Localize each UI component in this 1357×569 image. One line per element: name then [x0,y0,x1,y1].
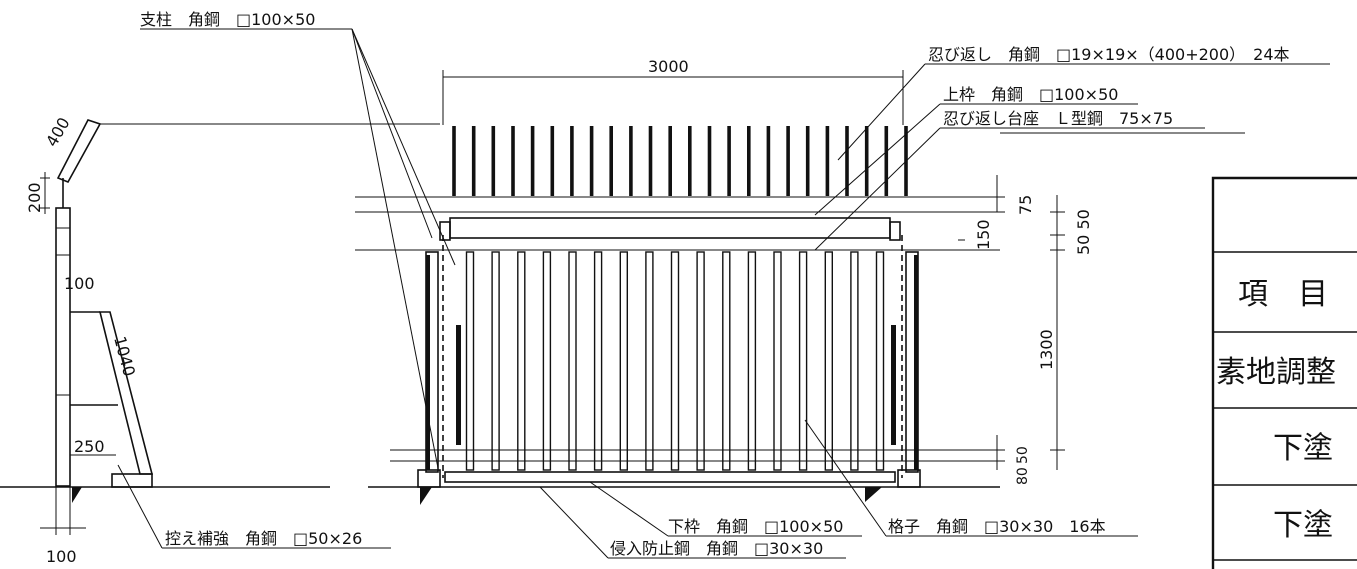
anti-climb-spike [884,126,889,196]
lattice-bars [465,251,885,471]
lattice-bar [619,251,628,471]
anti-climb-spike [648,126,653,196]
table-cell-surface: 素地調整 [1216,355,1336,390]
side-post [55,207,71,487]
lattice-bar [465,251,475,471]
dim-250-label: 250 [74,437,105,456]
anti-climb-spike [825,126,830,196]
anti-climb-spike [511,126,515,196]
anti-climb-spike [727,126,731,196]
lattice-bar [875,251,885,471]
top-frame-callout: 上枠 角鋼 □100×50 [943,85,1118,104]
lattice-bar [645,251,654,471]
dim-50-label: 50 [1015,446,1031,464]
anti-climb-spike [491,126,496,196]
anti-climb-spike [845,126,849,196]
lattice-bar [491,251,500,471]
anti-climb-base-callout: 忍び返し台座 Ｌ型鋼 75×75 [943,109,1173,128]
intrusion-bar-callout: 侵入防止鋼 角鋼 □30×30 [610,539,823,558]
leader-line [804,419,887,537]
dimension-labels: 3000 400 200 100 1040 250 100 75 150 50 … [25,57,1093,566]
bottom-frame-callout: 下枠 角鋼 □100×50 [668,517,843,536]
dim-75-label: 75 [1016,195,1035,215]
anti-climb-spike [589,126,594,196]
lattice-bar [517,251,526,471]
lattice-bar [824,251,833,471]
anti-climb-spike [864,126,869,196]
dim-200-label: 200 [25,182,44,213]
lattice-bar [670,251,680,471]
side-brace-foot [111,473,153,488]
anti-climb-spike [570,126,574,196]
lattice-bar [722,251,731,471]
left-post-hatch [456,325,461,445]
post-callout: 支柱 角鋼 □100×50 [140,10,315,29]
front-view [355,70,1000,505]
brace-callout: 控え補強 角鋼 □50×26 [165,529,362,548]
dim-400-label: 400 [42,114,74,150]
table-cell-item: 項 目 [1238,277,1328,312]
anti-climb-spike [629,126,633,196]
anti-climb-spike [688,126,692,196]
leader-line [539,486,609,559]
anti-climb-spike [530,126,535,196]
leader-lines [117,28,1330,559]
leader-line [814,127,941,251]
anti-climb-spike [786,126,790,196]
left-anchor [420,487,432,505]
right-post-shading [914,255,918,470]
side-post-anchor [72,487,82,503]
anti-climb-spike [471,126,476,196]
dim-80-label: 80 [1015,467,1031,485]
lattice-bar [747,251,757,471]
anti-climb-spike [747,126,751,196]
lattice-bar [798,251,808,471]
right-post-hatch [891,325,896,445]
lattice-bar [696,251,705,471]
callout-labels: 支柱 角鋼 □100×50 忍び返し 角鋼 □19×19×（400+200） 2… [140,10,1290,558]
leader-line [351,28,433,239]
leader-line [351,28,456,266]
table-cell-under2: 下塗 [1273,508,1333,543]
anti-climb-spike [766,126,771,196]
dim-50-50-label: 50 50 [1074,209,1093,255]
top-frame [449,217,891,239]
spec-table: 項 目 素地調整 下塗 下塗 [1211,176,1357,569]
table-border [1211,176,1357,569]
dim-150-label: 150 [974,219,993,250]
dim-100-upper-label: 100 [64,274,95,293]
right-base-plate [897,469,921,488]
anti-climb-spike [609,126,613,196]
width-dim-label: 3000 [648,57,689,76]
mid-anchor [865,487,882,502]
anti-climb-spike [452,126,456,196]
left-post-shading [426,255,430,470]
anti-climb-spike [550,126,555,196]
lattice-bar [850,251,859,471]
bottom-frame [444,471,896,483]
leader-line [351,28,439,469]
leader-line [117,464,163,549]
anti-climb-spike [707,126,712,196]
leader-line [589,481,669,537]
lattice-bar [593,251,603,471]
anti-climb-spike [805,126,810,196]
leader-line [814,103,941,216]
anti-climb-spikes [452,126,908,196]
dim-100-bottom-label: 100 [46,547,77,566]
left-rail-end [439,221,451,241]
lattice-bar [773,251,782,471]
lattice-bar [542,251,552,471]
right-rail-end [889,221,901,241]
table-cell-under1: 下塗 [1273,431,1333,466]
dim-1300-label: 1300 [1037,329,1056,370]
lattice-bar [568,251,577,471]
height-dimensions [958,175,1065,470]
side-view [0,119,440,535]
anti-climb-callout: 忍び返し 角鋼 □19×19×（400+200） 24本 [928,45,1290,64]
leader-line [837,63,926,161]
lattice-callout: 格子 角鋼 □30×30 16本 [888,517,1106,536]
anti-climb-spike [668,126,672,196]
